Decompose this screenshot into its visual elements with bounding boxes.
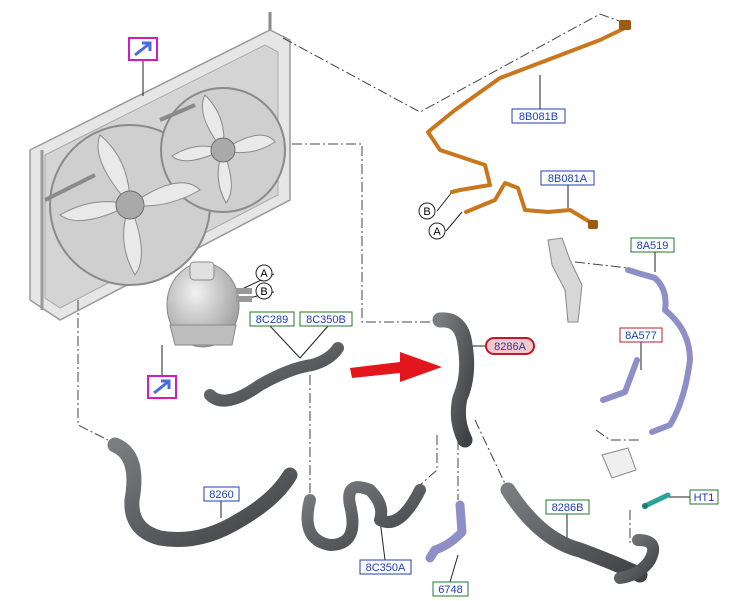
- callout-b-top: B: [418, 202, 436, 220]
- external-link-icon[interactable]: [147, 375, 177, 399]
- label-8b081a[interactable]: 8B081A: [540, 170, 595, 186]
- expansion-tank: [166, 261, 252, 348]
- degas-bracket: [547, 237, 637, 479]
- callout-b-label: B: [423, 206, 430, 218]
- label-8b081b-text: 8B081B: [519, 111, 558, 123]
- label-8a519[interactable]: 8A519: [630, 237, 675, 253]
- label-8c289[interactable]: 8C289: [249, 311, 295, 327]
- label-8c350b-text: 8C350B: [306, 314, 346, 326]
- external-link-icon[interactable]: [128, 37, 158, 61]
- label-8b081a-text: 8B081A: [548, 173, 588, 185]
- callout-a-tank-label: A: [260, 268, 268, 280]
- orange-pipes: [426, 26, 627, 227]
- label-6748[interactable]: 6748: [432, 581, 469, 597]
- callout-a-tank: A: [255, 264, 273, 282]
- label-8286a[interactable]: 8286A: [485, 337, 535, 355]
- gray-hoses: [107, 312, 659, 584]
- label-8b081b[interactable]: 8B081B: [511, 108, 566, 124]
- purple-hoses: [425, 267, 693, 563]
- label-8a577-text: 8A577: [625, 330, 657, 342]
- label-8286a-text: 8286A: [494, 341, 526, 353]
- label-8c350a[interactable]: 8C350A: [359, 559, 412, 575]
- label-ht1[interactable]: HT1: [689, 489, 719, 505]
- callout-a-label: A: [433, 226, 441, 238]
- ht1-sensor: [642, 492, 671, 509]
- label-8260[interactable]: 8260: [203, 486, 240, 502]
- label-8c350b[interactable]: 8C350B: [299, 311, 353, 327]
- label-8a519-text: 8A519: [637, 240, 669, 252]
- label-8286b-text: 8286B: [552, 502, 584, 514]
- label-8c350a-text: 8C350A: [366, 562, 406, 574]
- label-ht1-text: HT1: [694, 492, 715, 504]
- callout-b-tank-label: B: [260, 286, 267, 298]
- label-8286b[interactable]: 8286B: [545, 499, 590, 515]
- callout-b-tank: B: [255, 282, 273, 300]
- callout-a-top: A: [428, 222, 446, 240]
- label-8c289-text: 8C289: [256, 314, 288, 326]
- leader-lines: [77, 13, 640, 545]
- flow-arrow: [350, 352, 442, 382]
- label-8260-text: 8260: [209, 489, 233, 501]
- label-6748-text: 6748: [438, 584, 462, 596]
- radiator-fan-assembly: [29, 12, 291, 321]
- label-8a577[interactable]: 8A577: [619, 327, 663, 343]
